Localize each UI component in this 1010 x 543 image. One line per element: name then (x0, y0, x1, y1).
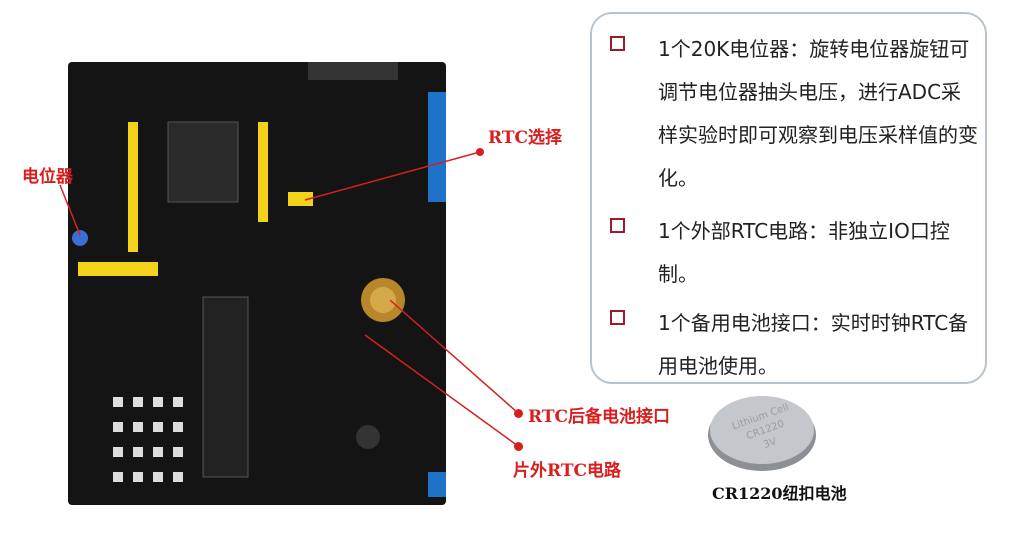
rtc-select-label: RTC选择 (488, 128, 563, 148)
rtc-select-jumper (288, 192, 313, 206)
potentiometer-callout-line (59, 184, 81, 236)
feature-list-panel: 1个20K电位器：旋转电位器旋钮可调节电位器抽头电压，进行ADC采样实验时即可观… (590, 12, 987, 384)
callout-dot (514, 442, 523, 451)
battery-caption: CR1220纽扣电池 (712, 484, 847, 503)
external-rtc-callout-line (364, 334, 519, 447)
potentiometer (72, 230, 88, 246)
battery-callout-line (389, 299, 519, 414)
buzzer (356, 425, 380, 449)
potentiometer-label: 电位器 (22, 167, 73, 187)
mcu-chip (167, 121, 239, 203)
pin-header (128, 122, 138, 252)
rtc-select-callout-line (304, 151, 481, 201)
external-rtc-label: 片外RTC电路 (513, 461, 622, 481)
terminal-block (428, 92, 446, 172)
square-bullet-icon (610, 36, 625, 51)
seven-segment-display (202, 296, 249, 478)
svg-text:3V: 3V (762, 436, 778, 451)
callout-dot (514, 409, 523, 418)
coin-cell-battery-photo: Lithium Cell CR1220 3V (708, 396, 816, 471)
square-bullet-icon (610, 218, 625, 233)
square-bullet-icon (610, 310, 625, 325)
rtc-battery-label: RTC后备电池接口 (528, 407, 671, 427)
